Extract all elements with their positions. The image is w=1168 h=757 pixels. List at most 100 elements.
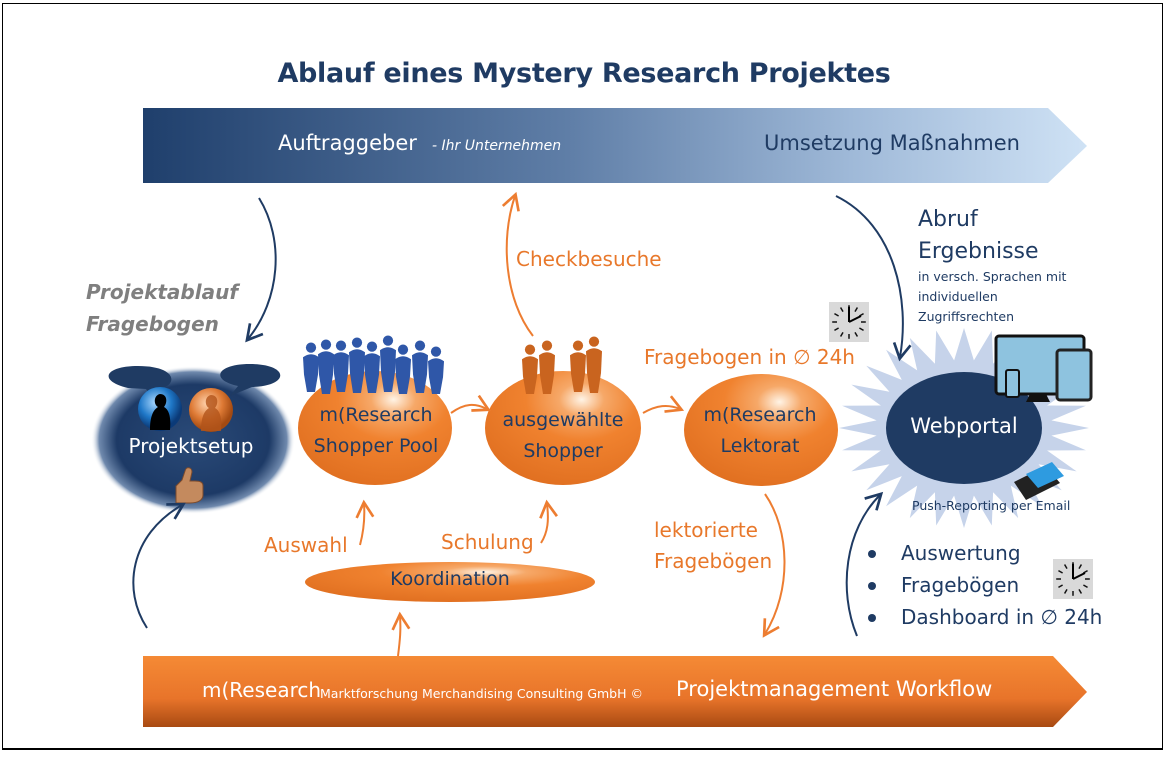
clock-tick (834, 327, 839, 332)
deliverables-list: Auswertung Fragebögen Dashboard in ∅ 24h (868, 537, 1102, 633)
person-silhouette-icon (335, 340, 347, 351)
email-device-icon (1014, 462, 1064, 500)
person-silhouette-icon (333, 352, 349, 392)
client-sublabel: - Ihr Unternehmen (432, 138, 562, 154)
company-brand: m(Research (202, 678, 322, 702)
clock-tick (1063, 564, 1068, 569)
deliverable-item: Dashboard in ∅ 24h (868, 601, 1102, 633)
shopper-crowd-icon (303, 335, 444, 394)
speech-bubble-right-icon (220, 364, 281, 396)
workflow-label: Projektmanagement Workflow (676, 677, 993, 701)
coordination-label: Koordination (390, 568, 510, 590)
bullet-icon (868, 550, 876, 558)
arrow-selected-to-client (501, 191, 534, 337)
push-reporting-label: Push-Reporting per Email (912, 498, 1071, 513)
clock-hand (1072, 572, 1086, 580)
lektorat-node (684, 374, 838, 486)
results-title: Abruf Ergebnisse (918, 207, 1039, 264)
project-flow-label: Projektablauf Fragebogen (86, 280, 239, 336)
person-silhouette-icon (572, 340, 584, 351)
clock-tick (1058, 584, 1063, 589)
person-silhouette-icon (539, 352, 555, 394)
deliverable-text: Dashboard in ∅ 24h (901, 605, 1103, 629)
selected-shoppers-node (485, 371, 641, 485)
person-silhouette-icon (588, 336, 600, 347)
person-silhouette-icon (397, 344, 409, 355)
deliverable-text: Auswertung (901, 541, 1021, 565)
arrow-auswahl (355, 499, 375, 546)
arrow-client-to-setup (245, 197, 277, 343)
devices-icon (994, 334, 1093, 402)
clock-tick (839, 332, 844, 337)
clock-tick (854, 307, 859, 312)
clock-tick (1083, 584, 1088, 589)
person-silhouette-icon (428, 358, 444, 394)
arrow-pool-to-selected (450, 394, 491, 414)
thumbs-up-icon (175, 467, 204, 504)
person-silhouette-icon (366, 341, 378, 352)
clock-tick (1078, 589, 1083, 594)
deliverable-text: Fragebögen (901, 573, 1020, 597)
arrow-selected-to-lektorat (642, 395, 685, 414)
projektsetup-label: Projektsetup (128, 434, 254, 458)
page-title: Ablauf eines Mystery Research Projektes (277, 58, 891, 89)
clock-tick (839, 307, 844, 312)
clock-tick (1063, 589, 1068, 594)
clock-tick (859, 327, 864, 332)
client-band-arrow (143, 108, 1087, 183)
auswahl-label: Auswahl (264, 533, 348, 557)
lektorierte-label: lektorierte Fragebögen (654, 518, 773, 573)
person-silhouette-icon (586, 348, 602, 393)
person-silhouette-icon (382, 335, 394, 346)
selected-shoppers-icon (522, 336, 602, 394)
person-silhouette-icon (414, 340, 426, 351)
person-silhouette-icon (380, 347, 396, 392)
person-silhouette-icon (570, 352, 586, 392)
clock-tick (854, 332, 859, 337)
person-orange-silhouette-icon (201, 395, 222, 431)
clock-icon (829, 302, 869, 342)
arrow-deliverables-to-webportal (845, 491, 884, 637)
person-silhouette-icon (364, 353, 380, 393)
person-silhouette-icon (303, 354, 319, 392)
person-silhouette-icon (318, 351, 334, 394)
bullet-icon (868, 614, 876, 622)
arrow-measures-to-webportal (835, 195, 912, 362)
person-silhouette-icon (412, 352, 428, 393)
person-silhouette-icon (320, 339, 332, 350)
schulung-label: Schulung (441, 530, 534, 554)
person-silhouette-icon (524, 344, 536, 355)
person-silhouette-icon (522, 356, 538, 394)
clock-tick (1078, 564, 1083, 569)
arrow-workflow-to-coordination (391, 611, 411, 657)
clock-tick (834, 312, 839, 317)
arrow-workflow-to-setup (132, 502, 186, 629)
shopper-pool-node (298, 371, 452, 485)
deliverable-item: Fragebögen (868, 569, 1102, 601)
person-silhouette-icon (351, 337, 363, 348)
person-silhouette-icon (349, 349, 365, 393)
person-silhouette-icon (541, 340, 553, 351)
person-silhouette-icon (305, 342, 317, 353)
selected-shoppers-label: ausgewählte Shopper (502, 409, 624, 462)
person-blue-silhouette-icon (150, 394, 171, 430)
lektorat-label: m(Research Lektorat (703, 404, 817, 457)
webportal-label: Webportal (910, 414, 1018, 438)
checkbesuche-label: Checkbesuche (516, 247, 662, 271)
bullet-icon (868, 582, 876, 590)
clock-icon (1053, 559, 1093, 599)
arrow-schulung (539, 499, 558, 544)
arrow-lektorat-to-workflow (762, 493, 786, 638)
person-silhouette-icon (430, 346, 442, 357)
clock-tick (1058, 569, 1063, 574)
workflow-band-arrow (143, 656, 1087, 727)
coordination-node (305, 562, 595, 602)
client-label: Auftraggeber (278, 131, 417, 155)
results-subtitle: in versch. Sprachen mit individuellen Zu… (918, 269, 1067, 324)
clock-hand (848, 315, 862, 323)
fragebogen-24h-label: Fragebogen in ∅ 24h (644, 345, 855, 369)
shopper-pool-label: m(Research Shopper Pool (313, 404, 439, 457)
measures-label: Umsetzung Maßnahmen (764, 131, 1020, 155)
webportal-node (886, 372, 1042, 484)
